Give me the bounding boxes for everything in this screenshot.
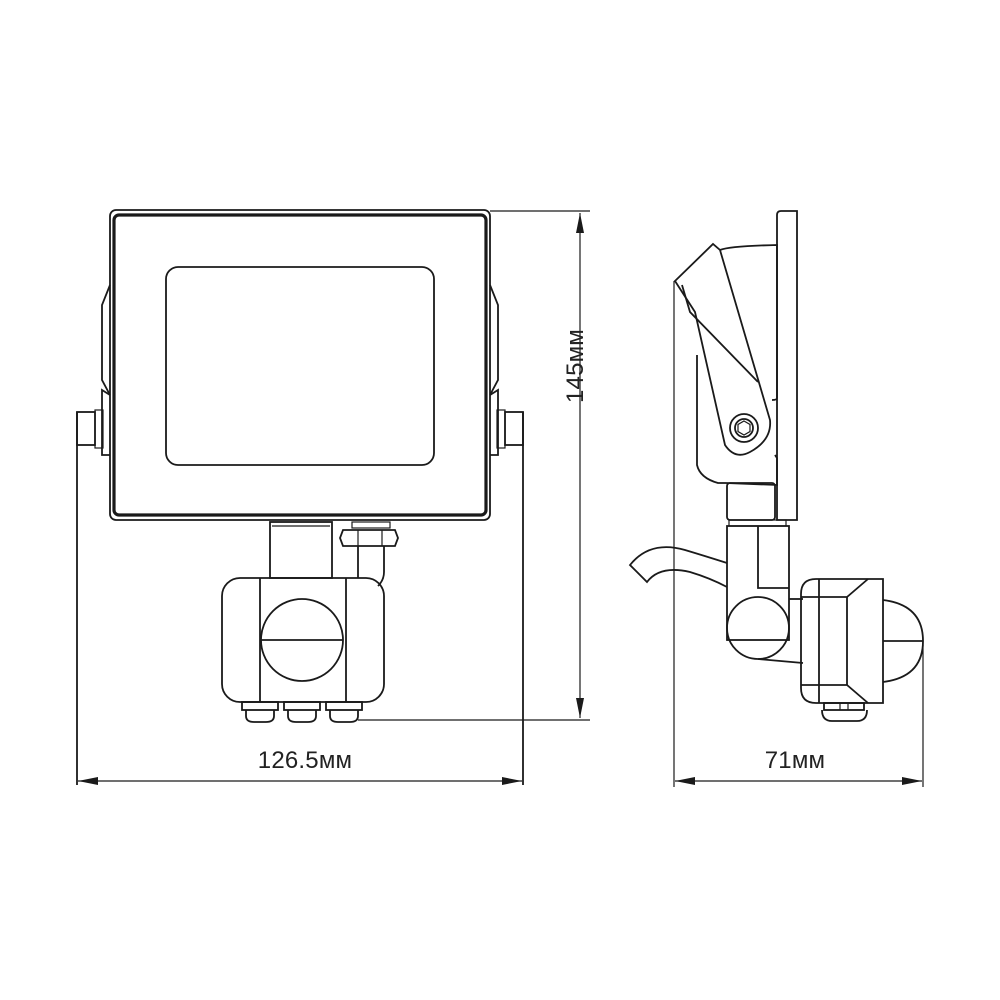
housing-plate	[776, 210, 798, 521]
lens-window	[165, 266, 435, 466]
cable-gland-nut	[339, 521, 399, 587]
pir-sensor-box	[800, 578, 884, 704]
height-dimension-label: 145мм	[562, 328, 589, 404]
stem	[269, 521, 333, 579]
stem	[726, 525, 790, 641]
pir-sensor-lens	[260, 598, 344, 682]
side-view	[628, 210, 924, 722]
housing-inner-frame	[112, 213, 488, 517]
side-brackets	[101, 284, 499, 456]
cable-glands	[241, 701, 363, 723]
front-view	[76, 209, 524, 785]
pir-sensor-dome	[882, 599, 924, 683]
height-extension-lines	[358, 210, 590, 721]
width-dimension-label: 126.5мм	[257, 747, 353, 774]
housing-frame	[109, 209, 491, 521]
hex-bolt	[729, 413, 759, 443]
depth-dimension-label: 71мм	[764, 747, 826, 774]
power-cable	[628, 546, 728, 588]
cable-gland	[823, 702, 865, 711]
bracket-arm	[673, 242, 772, 484]
depth-extension-lines	[673, 281, 924, 787]
mounting-bracket	[76, 409, 524, 785]
